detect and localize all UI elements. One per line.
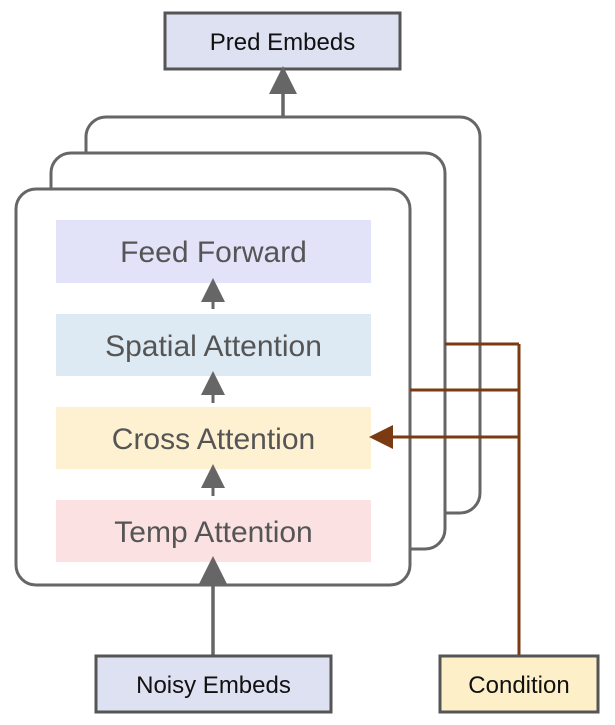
pred-embeds-label: Pred Embeds [210,29,355,56]
feed-forward-label: Feed Forward [120,236,307,269]
pred-embeds-box [163,11,402,71]
condition-label: Condition [468,672,569,699]
block-cross-attention: Cross Attention [56,407,371,469]
temp-attention-label: Temp Attention [114,516,312,549]
condition-box [438,654,600,714]
spatial-attention-label: Spatial Attention [105,330,322,363]
block-temp-attention: Temp Attention [56,500,371,562]
noisy-embeds-label: Noisy Embeds [136,672,291,699]
block-spatial-attention: Spatial Attention [56,314,371,376]
block-feed-forward: Feed Forward [56,220,371,283]
condition-connector [369,342,521,655]
noisy-embeds-node: Noisy Embeds [94,654,333,714]
pred-embeds-node: Pred Embeds [163,11,402,71]
condition-node: Condition [438,654,600,714]
cross-attention-box [56,407,371,469]
temp-attention-box [56,500,371,562]
noisy-embeds-box [94,654,333,714]
spatial-attention-box [56,314,371,376]
cross-attention-label: Cross Attention [112,423,315,456]
feed-forward-box [56,220,371,283]
